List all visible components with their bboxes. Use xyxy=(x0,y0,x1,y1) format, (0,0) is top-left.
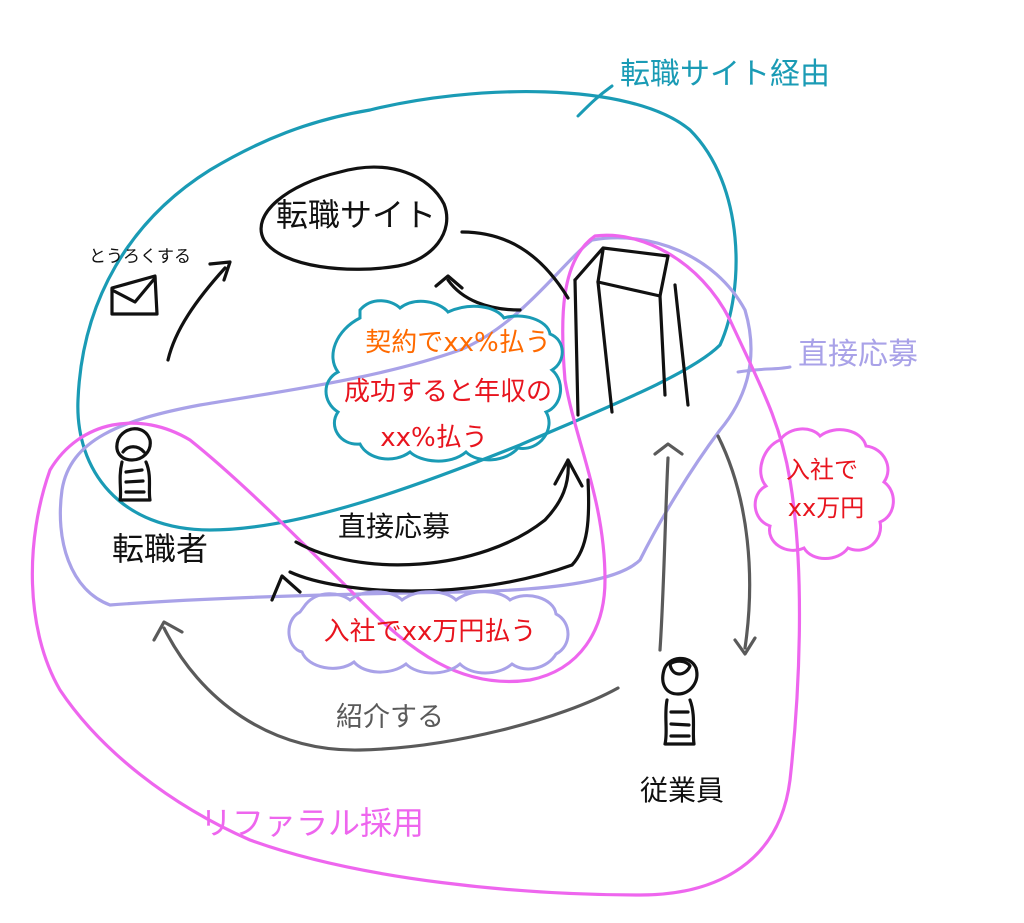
employee-figure xyxy=(661,656,699,696)
job-site-route-leader xyxy=(576,84,614,118)
referral-bonus-cloud xyxy=(753,427,895,560)
company-building-icon xyxy=(573,246,690,417)
register-arrow xyxy=(166,260,232,362)
job-site-node xyxy=(259,165,449,271)
site-fee-cloud xyxy=(324,299,564,463)
job-seeker-figure xyxy=(115,427,152,462)
person-icon xyxy=(661,656,699,746)
node-label-job-site: 転職サイト xyxy=(276,196,436,234)
envelope-icon xyxy=(110,274,159,316)
site-fee-note-line3: xx%払う xyxy=(380,423,487,453)
node-label-job-seeker: 転職者 xyxy=(112,530,208,568)
employee-company-arrows xyxy=(653,434,757,656)
site-fee-note-line2: 成功すると年収の xyxy=(344,377,552,407)
site-fee-note-line1: 契約でxx%払う xyxy=(365,328,550,358)
referral-route-region xyxy=(30,233,802,897)
refer-arrow xyxy=(152,620,620,752)
route-label-direct: 直接応募 xyxy=(798,337,918,372)
direct-route-leader xyxy=(736,365,792,374)
referral-bonus-note-line2: xx万円 xyxy=(788,494,864,522)
edge-label-direct-apply: 直接応募 xyxy=(338,510,450,543)
hire-fee-note: 入社でxx万円払う xyxy=(324,617,537,647)
direct-route-region xyxy=(58,236,753,607)
direct-apply-arrow xyxy=(270,458,591,602)
route-label-job-site: 転職サイト経由 xyxy=(620,57,830,92)
node-label-register: とうろくする xyxy=(89,247,191,267)
job-site-route-region xyxy=(76,90,738,532)
person-icon xyxy=(115,427,152,502)
route-label-referral: リファラル採用 xyxy=(200,804,424,842)
site-to-company-arrow xyxy=(434,230,570,312)
node-label-employee: 従業員 xyxy=(640,774,724,807)
edge-label-refer: 紹介する xyxy=(336,702,444,733)
hire-fee-cloud xyxy=(287,590,570,675)
referral-bonus-note-line1: 入社で xyxy=(786,456,858,484)
